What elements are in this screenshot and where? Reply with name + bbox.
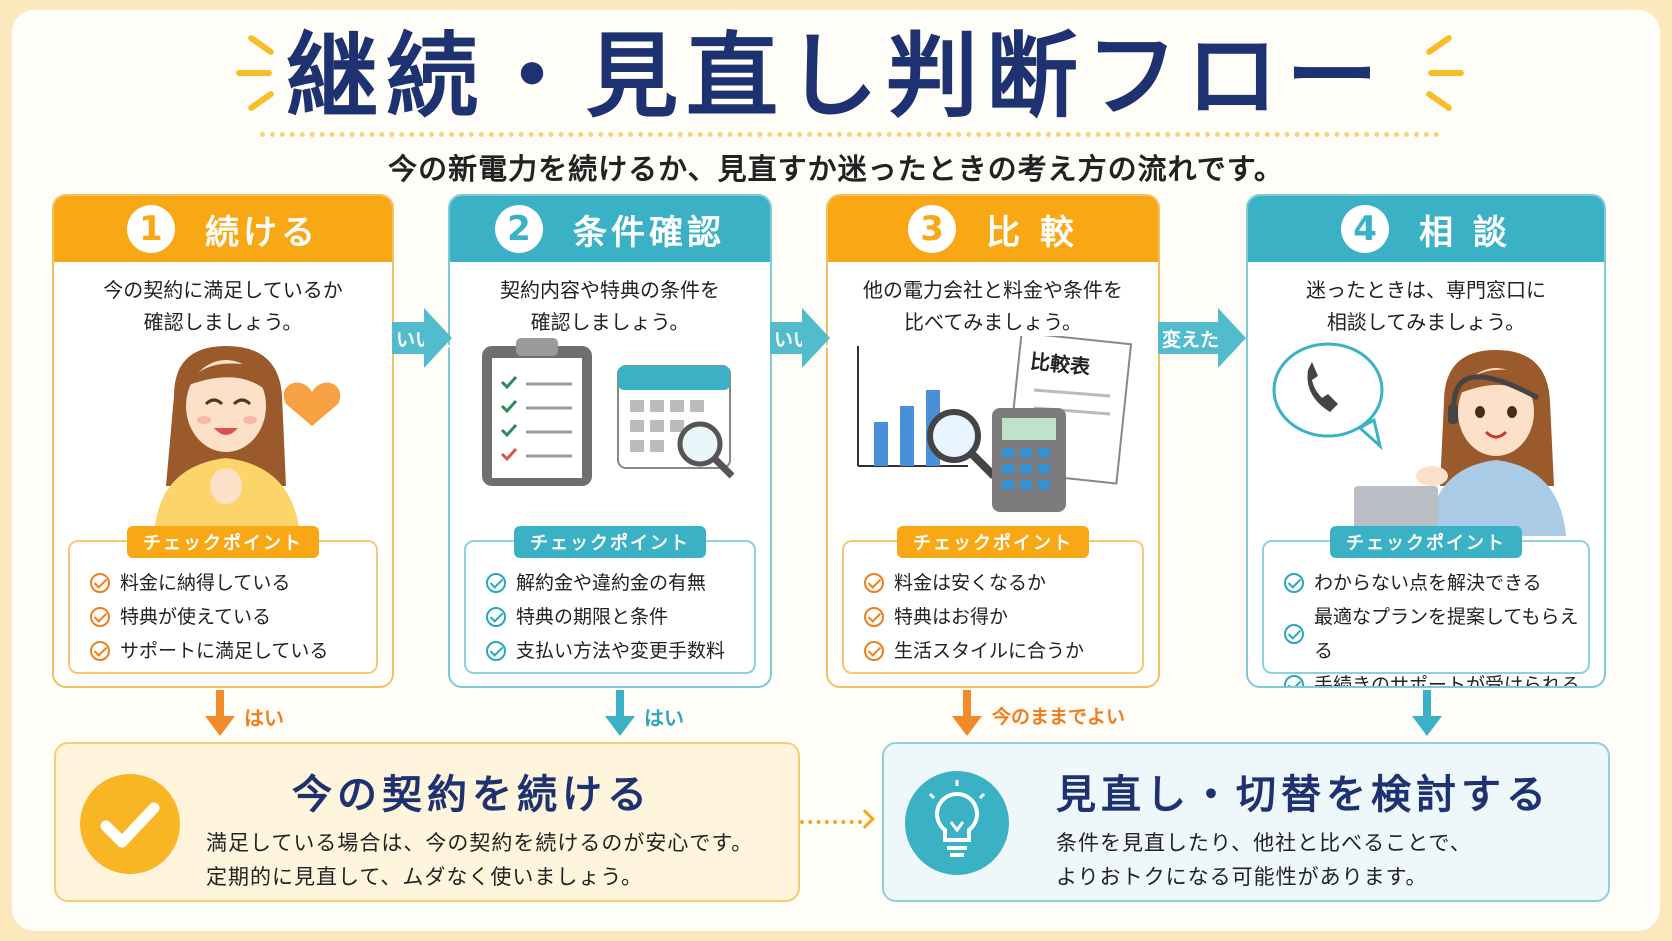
step-header: 3 比 較: [828, 196, 1158, 262]
result-review-title: 見直し・切替を検討する: [1056, 772, 1551, 818]
step-card-consult: 4 相 談 迷ったときは、専門窓口に 相談してみましょう。 チェックポイント わ…: [1246, 194, 1606, 688]
down-arrow-keep: [952, 690, 982, 738]
checkpoint-label: チェックポイント: [514, 526, 706, 558]
step-description: 契約内容や特典の条件を 確認しましょう。: [500, 278, 720, 334]
dotted-connector: [800, 820, 862, 824]
check-circle-icon: [486, 641, 506, 661]
comparison-chart-illustration: 比較表: [857, 336, 1133, 512]
step-number: 2: [495, 205, 543, 253]
operator-phone-illustration: [1272, 342, 1566, 536]
step-card-continue: 1 続ける 今の契約に満足しているか 確認しましょう。 チェックポイント 料金に…: [52, 194, 394, 688]
check-circle-icon: [90, 607, 110, 627]
sparkle-left-icon: [236, 33, 306, 114]
step-description: 他の電力会社と料金や条件を 比べてみましょう。: [863, 278, 1123, 334]
step-title: 続ける: [205, 212, 319, 253]
label-yes-2: はい: [644, 706, 684, 730]
down-arrow-consult: [1412, 690, 1442, 738]
checkpoint-item: 生活スタイルに合うか: [864, 634, 1142, 668]
check-circle-icon: [1284, 573, 1304, 593]
step-card-check-conditions: 2 条件確認 契約内容や特典の条件を 確認しましょう。 チェックポイント 解約金…: [448, 194, 772, 688]
checkpoint-box: チェックポイント 料金は安くなるか 特典はお得か 生活スタイルに合うか: [842, 526, 1144, 674]
checkpoint-item: 料金に納得している: [90, 566, 376, 600]
result-continue-title: 今の契約を続ける: [292, 772, 652, 818]
step-header: 2 条件確認: [450, 196, 770, 262]
check-circle-icon: [864, 607, 884, 627]
result-continue-box: 今の契約を続ける 満足している場合は、今の契約を続けるのが安心です。 定期的に見…: [54, 742, 800, 902]
down-arrow-yes-2: [605, 690, 635, 738]
checkpoint-box: チェックポイント 料金に納得している 特典が使えている サポートに満足している: [68, 526, 378, 674]
arrow-no-1: いいえ: [392, 308, 453, 368]
step-description: 迷ったときは、専門窓口に 相談してみましょう。: [1306, 278, 1546, 334]
arrow-want-change: 変えたい: [1158, 308, 1248, 368]
checkpoint-item: 特典が使えている: [90, 600, 376, 634]
checkpoint-item: 解約金や違約金の有無: [486, 566, 754, 600]
title-divider: [260, 132, 1440, 137]
check-circle-icon: [864, 641, 884, 661]
happy-woman-illustration: [154, 346, 341, 536]
checkpoint-item: わからない点を解決できる: [1284, 566, 1588, 600]
page-title: 継続・見直し判断フロー: [285, 23, 1386, 130]
step-header: 1 続ける: [54, 196, 392, 262]
step-title: 相 談: [1419, 212, 1511, 253]
checkpoint-label: チェックポイント: [1330, 526, 1522, 558]
checkpoint-item: 最適なプランを提案してもらえる: [1284, 600, 1588, 668]
step-description: 今の契約に満足しているか 確認しましょう。: [103, 278, 343, 334]
step-header: 4 相 談: [1248, 196, 1604, 262]
check-circle-icon: [486, 607, 506, 627]
checkpoint-box: チェックポイント 解約金や違約金の有無 特典の期限と条件 支払い方法や変更手数料: [464, 526, 756, 674]
page-subtitle: 今の新電力を続けるか、見直すか迷ったときの考え方の流れです。: [388, 152, 1284, 186]
checkpoint-item: 支払い方法や変更手数料: [486, 634, 754, 668]
down-arrow-yes-1: [205, 690, 235, 738]
step-title: 条件確認: [573, 212, 725, 253]
step-title: 比 較: [986, 212, 1078, 253]
step-number: 3: [908, 205, 957, 253]
step-card-compare: 3 比 較 他の電力会社と料金や条件を 比べてみましょう。 比較表 チェックポイ…: [826, 194, 1160, 688]
clipboard-calendar-illustration: [482, 338, 735, 486]
step-number: 4: [1341, 205, 1390, 253]
check-circle-icon: [1284, 624, 1304, 644]
result-review-text: 条件を見直したり、他社と比べることで、 よりおトクになる可能性があります。: [1056, 831, 1472, 889]
result-continue-text: 満足している場合は、今の契約を続けるのが安心です。 定期的に見直して、ムダなく使…: [206, 831, 754, 889]
label-keep-as-is: 今のままでよい: [992, 706, 1126, 728]
step-number: 1: [127, 205, 175, 253]
lightbulb-icon: [905, 771, 1009, 875]
check-circle-icon: [90, 573, 110, 593]
sparkle-right-icon: [1396, 33, 1466, 114]
checkpoint-item: 手続きのサポートが受けられる: [1284, 668, 1588, 686]
checkpoint-item: サポートに満足している: [90, 634, 376, 668]
check-circle-icon: [90, 641, 110, 661]
check-circle-icon: [486, 573, 506, 593]
checkpoint-item: 特典の期限と条件: [486, 600, 754, 634]
checkmark-icon: [80, 774, 180, 874]
label-yes-1: はい: [244, 706, 284, 730]
check-circle-icon: [1284, 675, 1304, 686]
checkpoint-item: 特典はお得か: [864, 600, 1142, 634]
checkpoint-label: チェックポイント: [897, 526, 1089, 558]
checkpoint-item: 料金は安くなるか: [864, 566, 1142, 600]
checkpoint-box: チェックポイント わからない点を解決できる 最適なプランを提案してもらえる 手続…: [1262, 526, 1590, 686]
result-review-box: 見直し・切替を検討する 条件を見直したり、他社と比べることで、 よりおトクになる…: [882, 742, 1610, 902]
checkpoint-label: チェックポイント: [127, 526, 319, 558]
arrow-no-2: いいえ: [770, 308, 831, 368]
check-circle-icon: [864, 573, 884, 593]
